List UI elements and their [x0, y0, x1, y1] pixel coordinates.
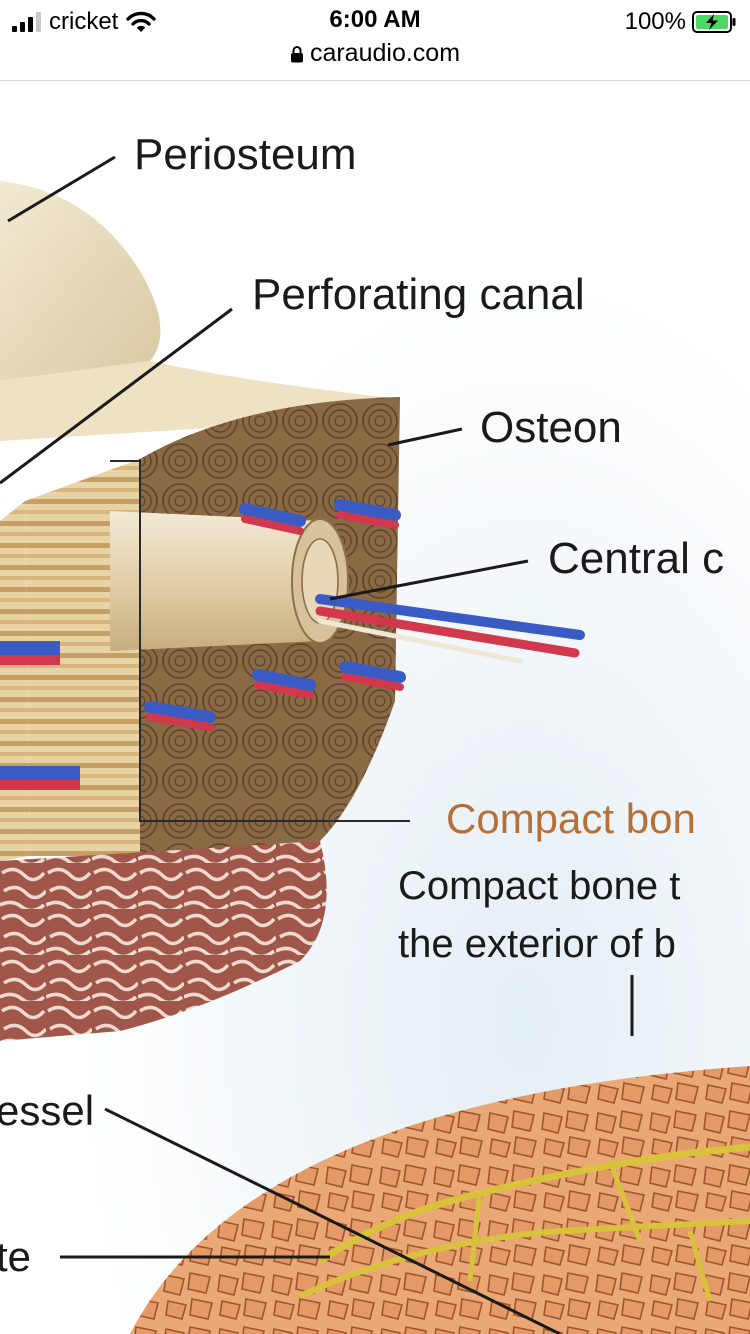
cut-face-edge	[0, 501, 30, 861]
label-vessel: essel	[0, 1087, 94, 1134]
label-periosteum: Periosteum	[134, 130, 357, 179]
label-osteon: Osteon	[480, 403, 622, 452]
spongy-bone	[0, 841, 327, 1041]
central-nerve	[317, 618, 523, 664]
heading-compact-bone: Compact bon	[446, 795, 696, 842]
carrier-name: cricket	[49, 8, 119, 35]
horizontal-vessel-red	[0, 655, 60, 665]
clock-time: 6:00 AM	[329, 6, 421, 33]
horizontal-vessel-red-2	[0, 780, 80, 790]
bone-cross-section	[130, 1066, 750, 1334]
url-text[interactable]: caraudio.com	[309, 39, 461, 67]
compact-bone-description-line1: Compact bone t	[398, 864, 680, 908]
battery-charging-icon	[692, 11, 736, 33]
central-vessel-blue	[315, 594, 585, 640]
cross-section-vessels	[298, 1143, 750, 1302]
compact-bone-bracket	[139, 459, 410, 822]
status-right: 100%	[625, 8, 736, 36]
periosteum-layer	[0, 181, 161, 381]
label-te: te	[0, 1233, 31, 1280]
horizontal-vessel-blue	[0, 641, 60, 655]
status-left: cricket	[12, 8, 157, 36]
central-vessel-red	[315, 606, 580, 658]
label-perforating-canal: Perforating canal	[252, 270, 585, 319]
bone-anatomy-figure: Periosteum Perforating canal Osteon Cent…	[0, 81, 750, 1334]
lock-icon	[290, 45, 303, 62]
label-central-canal: Central c	[548, 534, 724, 583]
osteon-vessels	[144, 499, 406, 731]
compact-bone-description-line2: the exterior of b	[398, 922, 676, 966]
osteon-cylinder	[110, 511, 335, 651]
status-bar: cricket 6:00 AM caraudio.com 100%	[0, 0, 750, 81]
horizontal-vessel-blue-2	[0, 766, 80, 780]
cellular-signal-icon	[12, 12, 41, 32]
wifi-icon	[126, 11, 157, 32]
leader-lines	[0, 155, 634, 1334]
bone-illustration: Periosteum Perforating canal Osteon Cent…	[0, 81, 750, 1334]
address-bar[interactable]: caraudio.com	[0, 39, 750, 68]
battery-percent: 100%	[624, 8, 686, 35]
